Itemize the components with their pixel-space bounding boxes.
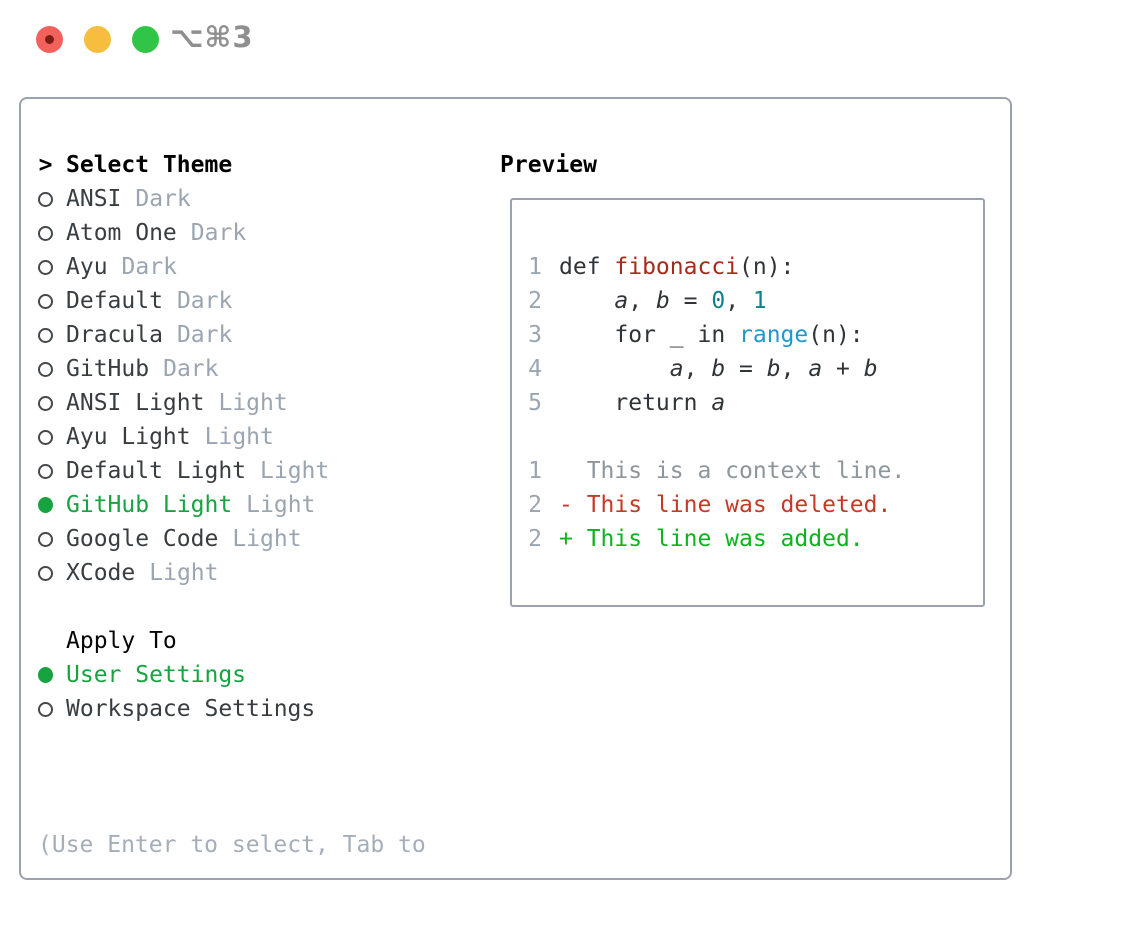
radio-icon: [38, 565, 53, 581]
diff-added-line: 2 + This line was added.: [512, 522, 983, 556]
diff-deleted-line: 2 - This line was deleted.: [512, 488, 983, 522]
radio-icon: [38, 497, 53, 513]
line-number: 1: [528, 458, 542, 484]
line-number: 1: [528, 254, 542, 280]
code-line: 3 for _ in range(n):: [512, 318, 983, 352]
line-number: 2: [528, 526, 542, 552]
apply-to-header: Apply To: [38, 624, 315, 658]
theme-variant: Light: [246, 492, 316, 518]
code-content: for _ in range(n):: [559, 322, 864, 348]
radio-icon: [38, 531, 53, 547]
theme-option-dracula-dark[interactable]: Dracula Dark: [38, 318, 329, 352]
code-content: return a: [559, 390, 726, 416]
preview-pane: 1 def fibonacci(n): 2 a, b = 0, 1 3 for …: [510, 198, 985, 607]
theme-variant: Light: [218, 390, 288, 416]
theme-variant: Dark: [163, 356, 219, 382]
radio-icon: [38, 191, 53, 207]
theme-name: Ayu Light: [66, 424, 191, 450]
code-line: 1 def fibonacci(n):: [512, 250, 983, 284]
radio-icon: [38, 463, 53, 479]
radio-icon: [38, 327, 53, 343]
theme-option-xcode-light[interactable]: XCode Light: [38, 556, 329, 590]
theme-option-default-dark[interactable]: Default Dark: [38, 284, 329, 318]
preview-title: Preview: [500, 152, 597, 178]
theme-name: Default: [66, 288, 163, 314]
theme-name: XCode: [66, 560, 136, 586]
theme-name: ANSI: [66, 186, 122, 212]
theme-list-title: Select Theme: [66, 152, 233, 178]
apply-option-label: Workspace Settings: [66, 696, 316, 722]
help-text: (Use Enter to select, Tab to change focu…: [38, 760, 426, 934]
radio-icon: [38, 667, 53, 683]
help-line-2: change focus): [38, 930, 426, 934]
line-number: 2: [528, 288, 542, 314]
theme-variant: Dark: [135, 186, 191, 212]
close-dot-icon: [45, 35, 54, 44]
radio-icon: [38, 225, 53, 241]
apply-to-section: Apply To User Settings Workspace Setting…: [38, 624, 315, 726]
theme-option-ansi-light[interactable]: ANSI Light Light: [38, 386, 329, 420]
close-button[interactable]: [36, 26, 63, 53]
code-content: def fibonacci(n):: [559, 254, 795, 280]
code-content: - This line was deleted.: [559, 492, 892, 518]
code-content: a, b = b, a + b: [669, 356, 878, 382]
theme-variant: Light: [149, 560, 219, 586]
theme-option-ayu-dark[interactable]: Ayu Dark: [38, 250, 329, 284]
theme-name: Ayu: [66, 254, 108, 280]
theme-list: > Select Theme ANSI Dark Atom One Dark A…: [38, 148, 329, 590]
zoom-button[interactable]: [132, 26, 159, 53]
code-line: 5 return a: [512, 386, 983, 420]
theme-option-ansi-dark[interactable]: ANSI Dark: [38, 182, 329, 216]
radio-icon: [38, 293, 53, 309]
theme-variant: Light: [232, 526, 302, 552]
apply-option-user-settings[interactable]: User Settings: [38, 658, 315, 692]
radio-icon: [38, 701, 53, 717]
code-line: 2 a, b = 0, 1: [512, 284, 983, 318]
line-number: 4: [528, 356, 542, 382]
theme-variant: Dark: [176, 322, 233, 348]
theme-list-header: > Select Theme: [38, 148, 329, 182]
theme-variant: Dark: [190, 220, 247, 246]
help-line-1: (Use Enter to select, Tab to: [38, 832, 426, 858]
theme-variant: Light: [260, 458, 330, 484]
diff-context-line: 1 This is a context line.: [512, 454, 983, 488]
apply-option-label: User Settings: [66, 662, 247, 688]
line-number: 5: [528, 390, 542, 416]
focus-caret-icon: >: [38, 152, 53, 178]
theme-name: GitHub: [66, 356, 150, 382]
theme-name: ANSI Light: [66, 390, 205, 416]
theme-option-github-light[interactable]: GitHub Light Light: [38, 488, 329, 522]
theme-name: Default Light: [66, 458, 247, 484]
theme-variant: Dark: [121, 254, 177, 280]
radio-icon: [38, 259, 53, 275]
code-line-blank: [512, 420, 983, 454]
theme-option-google-code-light[interactable]: Google Code Light: [38, 522, 329, 556]
theme-name: Atom One: [66, 220, 177, 246]
apply-to-title: Apply To: [66, 628, 177, 654]
code-content: a, b = 0, 1: [614, 288, 767, 314]
theme-variant: Dark: [176, 288, 233, 314]
line-number: 3: [528, 322, 542, 348]
line-number: 2: [528, 492, 542, 518]
code-line: 4 a, b = b, a + b: [512, 352, 983, 386]
window-shortcut-label: ⌥⌘3: [170, 20, 254, 54]
theme-name: Dracula: [66, 322, 163, 348]
theme-variant: Light: [204, 424, 274, 450]
theme-option-default-light[interactable]: Default Light Light: [38, 454, 329, 488]
apply-option-workspace-settings[interactable]: Workspace Settings: [38, 692, 315, 726]
theme-option-ayu-light[interactable]: Ayu Light Light: [38, 420, 329, 454]
radio-icon: [38, 361, 53, 377]
theme-name: Google Code: [66, 526, 219, 552]
radio-icon: [38, 395, 53, 411]
theme-option-github-dark[interactable]: GitHub Dark: [38, 352, 329, 386]
radio-icon: [38, 429, 53, 445]
code-content: + This line was added.: [559, 526, 864, 552]
theme-name: GitHub Light: [66, 492, 233, 518]
code-content: This is a context line.: [559, 458, 906, 484]
minimize-button[interactable]: [84, 26, 111, 53]
theme-option-atom-one-dark[interactable]: Atom One Dark: [38, 216, 329, 250]
